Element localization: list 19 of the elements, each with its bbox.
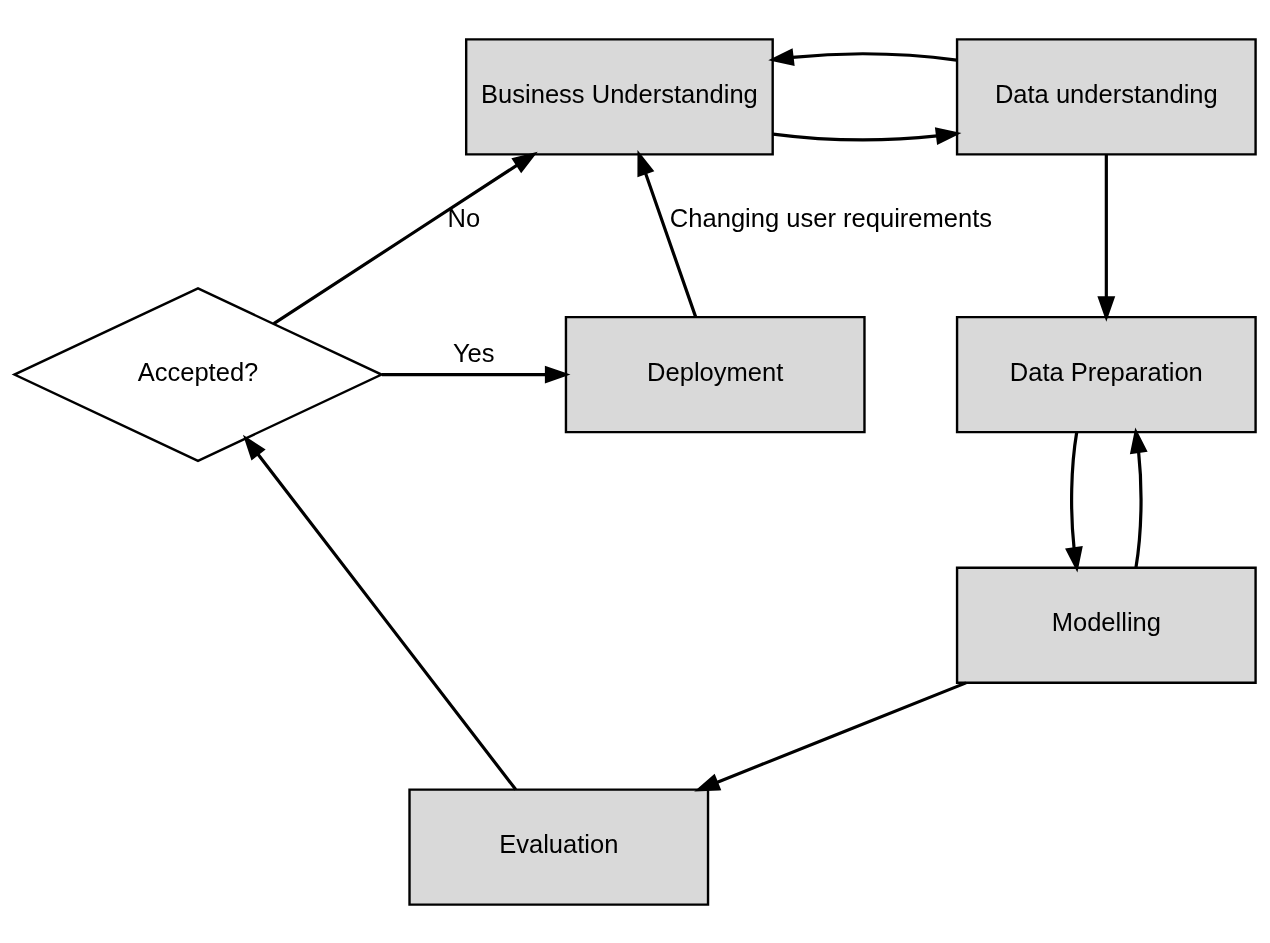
node-box: Evaluation xyxy=(408,788,710,906)
arrow xyxy=(1129,427,1148,568)
node-box: Data Preparation xyxy=(955,315,1257,433)
node-box: Business Understanding xyxy=(465,37,774,155)
arrow xyxy=(381,365,571,384)
node-box: Deployment xyxy=(564,315,866,433)
edge-label: No xyxy=(447,203,481,232)
edge-label: Changing user requirements xyxy=(669,203,993,232)
arrow xyxy=(637,149,698,317)
arrow xyxy=(1065,431,1083,572)
arrow xyxy=(242,434,517,791)
node-box: Data understanding xyxy=(955,37,1257,155)
arrow xyxy=(772,126,962,145)
node-box: Modelling xyxy=(955,566,1257,684)
arrow xyxy=(1097,154,1116,322)
arrow xyxy=(768,47,957,66)
arrow xyxy=(694,680,967,791)
arrow xyxy=(272,151,538,325)
edge-label: Yes xyxy=(452,338,495,367)
